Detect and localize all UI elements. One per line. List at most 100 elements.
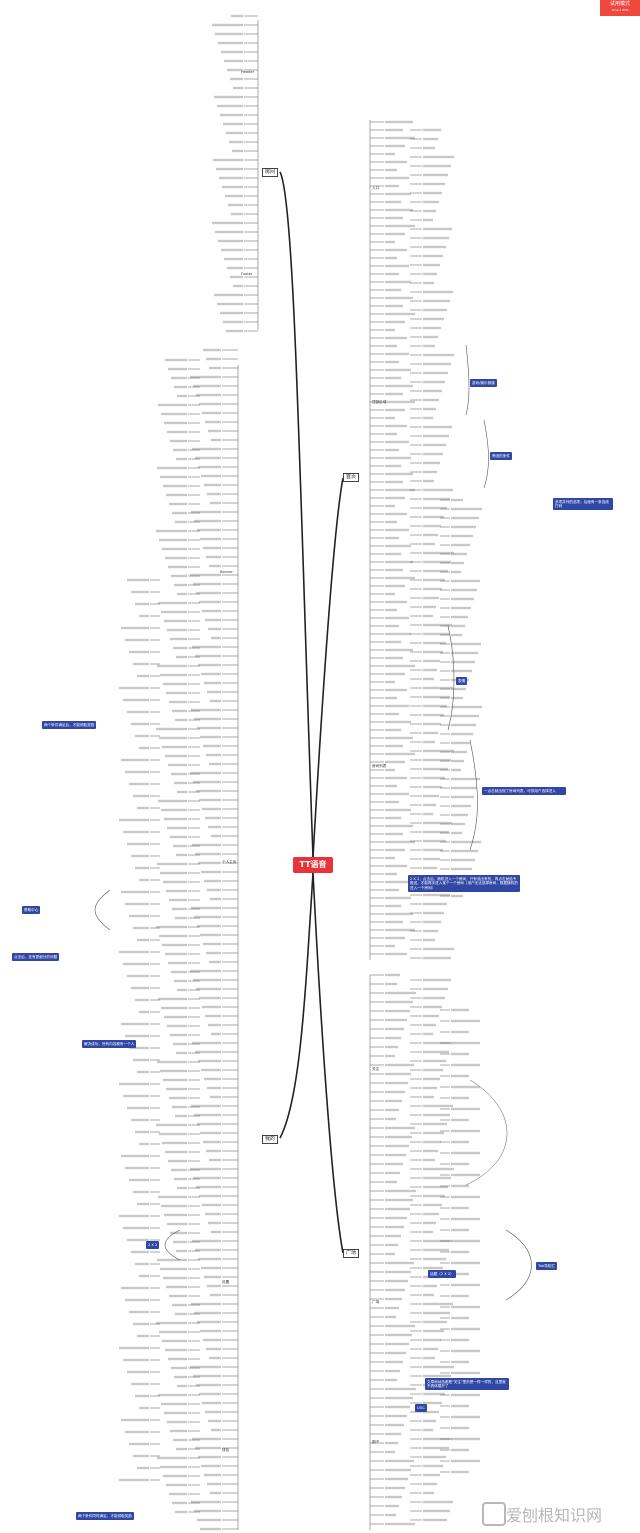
label-profile: 个人主页 (222, 860, 237, 864)
leaf-text (229, 140, 243, 144)
leaf-text (160, 475, 187, 479)
leaf-text (423, 605, 436, 609)
label-square: 广场 (372, 1300, 380, 1304)
note-home-d: 表情 (456, 677, 468, 685)
leaf-text (158, 997, 187, 1001)
leaf-text (423, 1356, 435, 1360)
leaf-text (385, 280, 411, 284)
center-topic[interactable]: TT语音 (293, 857, 333, 873)
branch-room[interactable]: 房间 (262, 168, 279, 177)
leaf-text (201, 672, 221, 676)
leaf-text (177, 988, 187, 992)
leaf-text (210, 1293, 221, 1297)
leaf-text (451, 723, 476, 727)
leaf-text (451, 1305, 480, 1309)
leaf-text (423, 1419, 436, 1423)
leaf-text (162, 745, 187, 749)
leaf-text (202, 807, 221, 811)
leaf-text (385, 152, 395, 156)
leaf-text (423, 1500, 453, 1504)
leaf-text (174, 1375, 187, 1379)
leaf-text (423, 740, 435, 744)
leaf-text (385, 880, 409, 884)
leaf-text (423, 1212, 439, 1216)
leaf-text (423, 488, 453, 492)
leaf-text (164, 1213, 187, 1217)
leaf-text (210, 897, 221, 901)
leaf-text (385, 824, 413, 828)
watermark: 爱刨根知识网 (506, 1506, 603, 1525)
leaf-text (385, 144, 405, 148)
leaf-text (423, 1410, 439, 1414)
leaf-text (385, 384, 413, 388)
leaf-text (423, 254, 443, 258)
leaf-text (385, 1378, 397, 1382)
leaf-text (219, 176, 243, 180)
leaf-text (385, 320, 405, 324)
leaf-text (451, 1195, 480, 1199)
leaf-text (171, 574, 187, 578)
leaf-text (157, 664, 187, 668)
note-mine-c: 点击后，还有更细分的问题 (12, 953, 60, 961)
leaf-text (224, 257, 243, 261)
leaf-text (205, 618, 221, 622)
leaf-text (203, 744, 221, 748)
leaf-text (137, 1202, 149, 1206)
leaf-text (195, 1050, 221, 1054)
leaf-text (123, 1358, 149, 1362)
leaf-text (385, 216, 403, 220)
leaf-text (385, 1387, 416, 1391)
leaf-text (385, 624, 399, 628)
leaf-text (131, 722, 149, 726)
leaf-text (160, 871, 187, 875)
leaf-text (423, 641, 446, 645)
leaf-text (423, 1482, 437, 1486)
leaf-text (164, 421, 187, 425)
leaf-text (385, 664, 415, 668)
leaf-text (451, 858, 475, 862)
leaf-text (198, 1059, 221, 1063)
leaf-text (201, 1464, 221, 1468)
leaf-text (119, 1478, 149, 1482)
leaf-text (203, 348, 221, 352)
leaf-text (212, 221, 243, 225)
leaf-text (218, 41, 243, 45)
leaf-text (451, 1008, 469, 1012)
leaf-text (174, 781, 187, 785)
group-bracket (505, 1229, 532, 1301)
leaf-text (207, 492, 221, 496)
leaf-text (385, 680, 395, 684)
note-plaza-a: Tab导航栏 (536, 1262, 557, 1270)
leaf-text (137, 674, 149, 678)
leaf-text (197, 1122, 221, 1126)
leaf-text (385, 368, 411, 372)
leaf-text (451, 642, 481, 646)
leaf-text (451, 1173, 480, 1177)
leaf-text (195, 654, 221, 658)
branch-home[interactable]: 首页 (343, 473, 360, 482)
leaf-text (233, 284, 243, 288)
leaf-text (385, 792, 409, 796)
note-home-e: 一点击就出现了房间列表，可供用户选择进入 (482, 787, 566, 795)
leaf-text (205, 816, 221, 820)
leaf-text (172, 1501, 187, 1505)
leaf-text (168, 961, 187, 965)
branch-plaza[interactable]: 广场 (343, 1249, 360, 1258)
trial-mode-badge[interactable]: 试用模式 Xmind ZEN (600, 0, 640, 16)
branch-mine[interactable]: 我的 (262, 1135, 279, 1144)
leaf-text (194, 717, 221, 721)
leaf-text (423, 1338, 441, 1342)
leaf-text (206, 753, 221, 757)
leaf-text (163, 1276, 187, 1280)
leaf-text (157, 1258, 187, 1262)
leaf-text (385, 576, 415, 580)
leaf-text (175, 916, 187, 920)
leaf-text (385, 1477, 408, 1481)
leaf-text (451, 534, 473, 538)
leaf-text (385, 552, 401, 556)
label-footer: Footer (241, 272, 253, 276)
note-home-a: 游戏/娱乐频道 (470, 379, 497, 387)
leaf-text (227, 266, 243, 270)
leaf-text (123, 1226, 149, 1230)
leaf-text (204, 681, 221, 685)
